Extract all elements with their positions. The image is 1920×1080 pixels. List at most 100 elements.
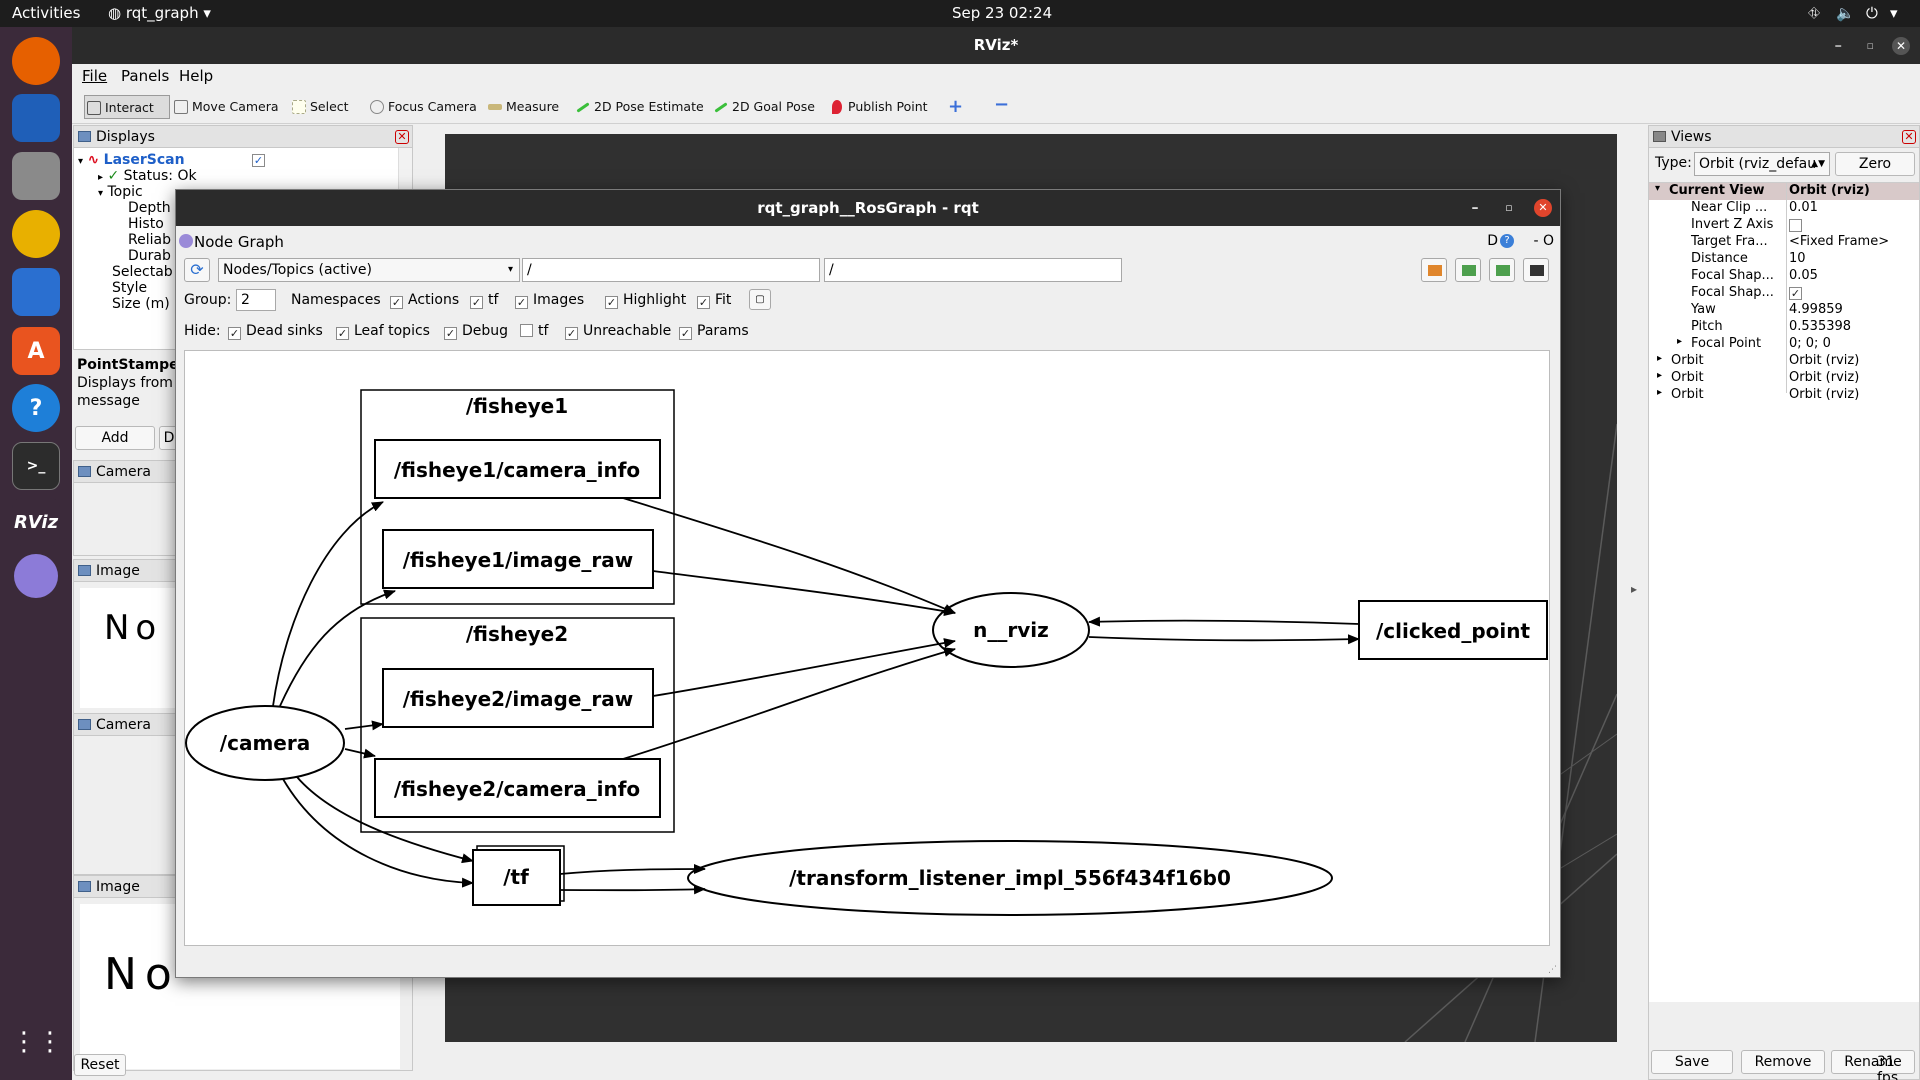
writer-icon[interactable] — [12, 268, 60, 316]
params-option[interactable]: ✓Params — [679, 323, 749, 340]
load-dot-icon[interactable] — [1421, 258, 1447, 282]
expand-arrow-icon[interactable]: ▸ — [1657, 370, 1663, 381]
menu-help[interactable]: Help — [179, 67, 214, 85]
save-dot-icon[interactable] — [1455, 258, 1481, 282]
actions-checkbox[interactable]: ✓ — [390, 296, 403, 309]
files-icon[interactable] — [12, 152, 60, 200]
tf-hide-option[interactable]: tf — [520, 323, 548, 339]
close-panel-icon[interactable]: ✕ — [1902, 130, 1916, 144]
view-type-select[interactable]: Orbit (rviz_defau▲▼ — [1694, 152, 1830, 176]
property-checkbox[interactable] — [1789, 219, 1802, 232]
activities-button[interactable]: Activities — [12, 4, 81, 22]
tool-interact[interactable]: Interact — [84, 95, 170, 119]
close-panel-icon[interactable]: ✕ — [395, 130, 409, 144]
node-rviz[interactable]: n__rviz — [932, 592, 1090, 668]
params-checkbox[interactable]: ✓ — [679, 327, 692, 340]
menu-file[interactable]: File — [82, 67, 108, 85]
dead-sinks-option[interactable]: ✓Dead sinks — [228, 323, 323, 340]
topic-filter-input[interactable]: / — [824, 258, 1122, 282]
minimize-icon[interactable]: – — [1834, 36, 1843, 54]
leaf-topics-checkbox[interactable]: ✓ — [336, 327, 349, 340]
display-laserscan[interactable]: ▾ ∿ LaserScan ✓ — [78, 152, 394, 168]
resize-grip-icon[interactable]: ⋰ — [1548, 965, 1557, 975]
save-svg-icon[interactable] — [1489, 258, 1515, 282]
minimize-icon[interactable]: – — [1471, 200, 1479, 216]
system-menu-arrow-icon[interactable]: ▾ — [1890, 4, 1898, 22]
tool-select[interactable]: Select — [290, 95, 349, 119]
expand-arrow-icon[interactable]: ▸ — [1677, 336, 1683, 347]
maximize-icon[interactable]: ▫ — [1866, 39, 1874, 52]
view-property-row[interactable]: Focal Shap...0.05 — [1649, 268, 1919, 285]
expand-right-arrow-icon[interactable]: ▸ — [1631, 582, 1638, 596]
topic-fisheye1-image-raw[interactable]: /fisheye1/image_raw — [382, 529, 654, 589]
status-row[interactable]: ▸ ✓ Status: Ok — [98, 168, 197, 184]
topic-fisheye1-camera-info[interactable]: /fisheye1/camera_info — [374, 439, 661, 499]
help-icon[interactable]: ? — [12, 384, 60, 432]
view-property-row[interactable]: Focal Shap...✓ — [1649, 285, 1919, 302]
clock[interactable]: Sep 23 02:24 — [952, 4, 1053, 22]
selectable-label[interactable]: Selectab — [112, 264, 173, 280]
view-property-row[interactable]: Near Clip ...0.01 — [1649, 200, 1919, 217]
graph-mode-select[interactable]: Nodes/Topics (active)▾ — [218, 258, 520, 282]
menu-panels[interactable]: Panels — [121, 67, 170, 85]
tf-option[interactable]: ✓tf — [470, 292, 498, 309]
rename-view-button[interactable]: Rename — [1831, 1050, 1915, 1074]
app-menu[interactable]: ◍ rqt_graph ▾ — [108, 4, 211, 22]
debug-checkbox[interactable]: ✓ — [444, 327, 457, 340]
enabled-checkbox[interactable]: ✓ — [252, 154, 265, 167]
topic-tf[interactable]: /tf — [472, 845, 565, 906]
node-transform-listener[interactable]: /transform_listener_impl_556f434f16b0 — [687, 840, 1333, 916]
style-label[interactable]: Style — [112, 280, 148, 296]
remove-view-button[interactable]: Remove — [1741, 1050, 1825, 1074]
depth-label[interactable]: Depth — [128, 200, 171, 216]
expand-arrow-icon[interactable]: ▸ — [1657, 387, 1663, 398]
node-filter-input[interactable]: / — [522, 258, 820, 282]
size-label[interactable]: Size (m) — [112, 296, 170, 312]
current-view-row[interactable]: ▾ Current View Orbit (rviz) — [1649, 183, 1919, 200]
network-icon[interactable]: ⛗ — [1808, 4, 1821, 22]
add-display-button[interactable]: Add — [75, 426, 155, 450]
dead-sinks-checkbox[interactable]: ✓ — [228, 327, 241, 340]
add-tool-icon[interactable]: + — [948, 96, 964, 117]
images-checkbox[interactable]: ✓ — [515, 296, 528, 309]
save-view-button[interactable]: Save — [1651, 1050, 1733, 1074]
tool-measure[interactable]: Measure — [486, 95, 559, 119]
topic-row[interactable]: ▾ Topic — [98, 184, 143, 200]
actions-option[interactable]: ✓Actions — [390, 292, 459, 309]
tool-2d-pose-estimate[interactable]: 2D Pose Estimate — [574, 95, 704, 119]
collapse-arrow-icon[interactable]: ▾ — [78, 156, 84, 167]
tool-publish-point[interactable]: Publish Point — [828, 95, 928, 119]
unreachable-checkbox[interactable]: ✓ — [565, 327, 578, 340]
thunderbird-icon[interactable] — [12, 94, 60, 142]
app-center-icon[interactable]: A — [12, 327, 60, 375]
rviz-icon[interactable]: RViz — [12, 498, 60, 546]
history-label[interactable]: Histo — [128, 216, 164, 232]
firefox-icon[interactable] — [12, 37, 60, 85]
maximize-icon[interactable]: ▫ — [1505, 201, 1513, 214]
reset-button[interactable]: Reset — [74, 1054, 126, 1076]
topic-clicked-point[interactable]: /clicked_point — [1358, 600, 1548, 660]
plugin-dock-button[interactable]: D — [1487, 233, 1498, 249]
highlight-option[interactable]: ✓Highlight — [605, 292, 686, 309]
highlight-checkbox[interactable]: ✓ — [605, 296, 618, 309]
tool-focus-camera[interactable]: Focus Camera — [368, 95, 477, 119]
fit-option[interactable]: ✓Fit — [697, 292, 731, 309]
tool-move-camera[interactable]: Move Camera — [172, 95, 279, 119]
graph-canvas[interactable]: /fisheye1 /fisheye2 /fisheye1/camera_inf… — [184, 350, 1550, 946]
fit-checkbox[interactable]: ✓ — [697, 296, 710, 309]
images-option[interactable]: ✓Images — [515, 292, 584, 309]
property-checkbox[interactable]: ✓ — [1789, 287, 1802, 300]
leaf-topics-option[interactable]: ✓Leaf topics — [336, 323, 430, 340]
close-icon[interactable]: ✕ — [1892, 37, 1910, 55]
close-icon[interactable]: ✕ — [1534, 199, 1552, 217]
durability-label[interactable]: Durab — [128, 248, 171, 264]
topic-fisheye2-image-raw[interactable]: /fisheye2/image_raw — [382, 668, 654, 728]
view-property-row[interactable]: Target Fra...<Fixed Frame> — [1649, 234, 1919, 251]
